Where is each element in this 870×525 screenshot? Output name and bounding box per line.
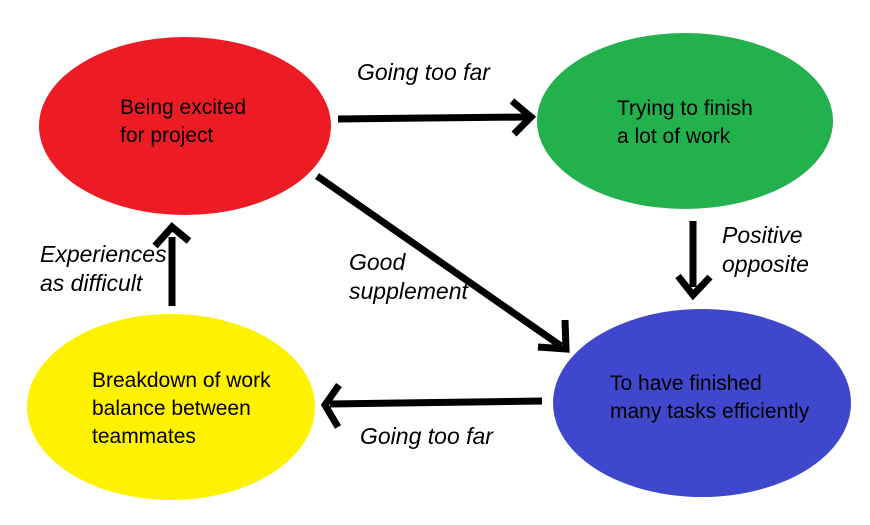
node-text-line: To have finished	[610, 372, 762, 395]
arrow-head-icon	[675, 273, 713, 301]
node-finished-tasks-label: To have finished many tasks efficiently	[610, 370, 809, 426]
edge-label-line: Going too far	[357, 59, 490, 85]
node-text-line: teammates	[92, 425, 196, 448]
arrow-finished-to-breakdown	[320, 382, 543, 429]
node-text-line: a lot of work	[617, 125, 731, 148]
node-text-line: balance between	[92, 397, 251, 420]
arrow-head-icon	[509, 98, 537, 137]
edge-label-line: Going too far	[360, 423, 493, 449]
arrow-head-icon	[320, 382, 342, 429]
node-text-line: Being excited	[120, 96, 247, 119]
edge-label-going-too-far-top: Going too far	[357, 58, 490, 87]
arrow-shaft	[337, 113, 527, 123]
edge-label-line: Positive	[722, 222, 803, 248]
node-text-line: for project	[120, 124, 214, 147]
arrow-head-icon	[537, 319, 570, 353]
node-text-line: many tasks efficiently	[610, 400, 810, 423]
arrow-shaft	[329, 397, 543, 408]
arrow-excited-to-trying	[337, 98, 537, 137]
node-text-line: Breakdown of work	[92, 369, 271, 392]
node-trying-to-finish: Trying to finish a lot of work	[537, 33, 833, 209]
node-being-excited-label: Being excited for project	[120, 94, 246, 150]
edge-label-going-too-far-bottom: Going too far	[360, 422, 493, 451]
edge-label-good-supplement: Good supplement	[349, 248, 468, 306]
node-finished-tasks: To have finished many tasks efficiently	[553, 309, 851, 497]
node-breakdown-of-work: Breakdown of work balance between teamma…	[27, 314, 315, 500]
edge-label-experiences-as-difficult: Experiences as difficult	[40, 240, 167, 298]
edge-label-line: opposite	[722, 251, 809, 277]
edge-label-positive-opposite: Positive opposite	[722, 221, 809, 279]
edge-label-line: Good	[349, 249, 406, 275]
node-breakdown-of-work-label: Breakdown of work balance between teamma…	[92, 367, 271, 451]
node-text-line: Trying to finish	[617, 97, 753, 120]
node-being-excited: Being excited for project	[39, 37, 331, 215]
edge-label-line: as difficult	[40, 270, 143, 296]
edge-label-line: supplement	[349, 278, 468, 304]
arrow-trying-to-finished	[675, 221, 713, 301]
node-trying-to-finish-label: Trying to finish a lot of work	[617, 95, 753, 151]
edge-label-line: Experiences	[40, 241, 167, 267]
